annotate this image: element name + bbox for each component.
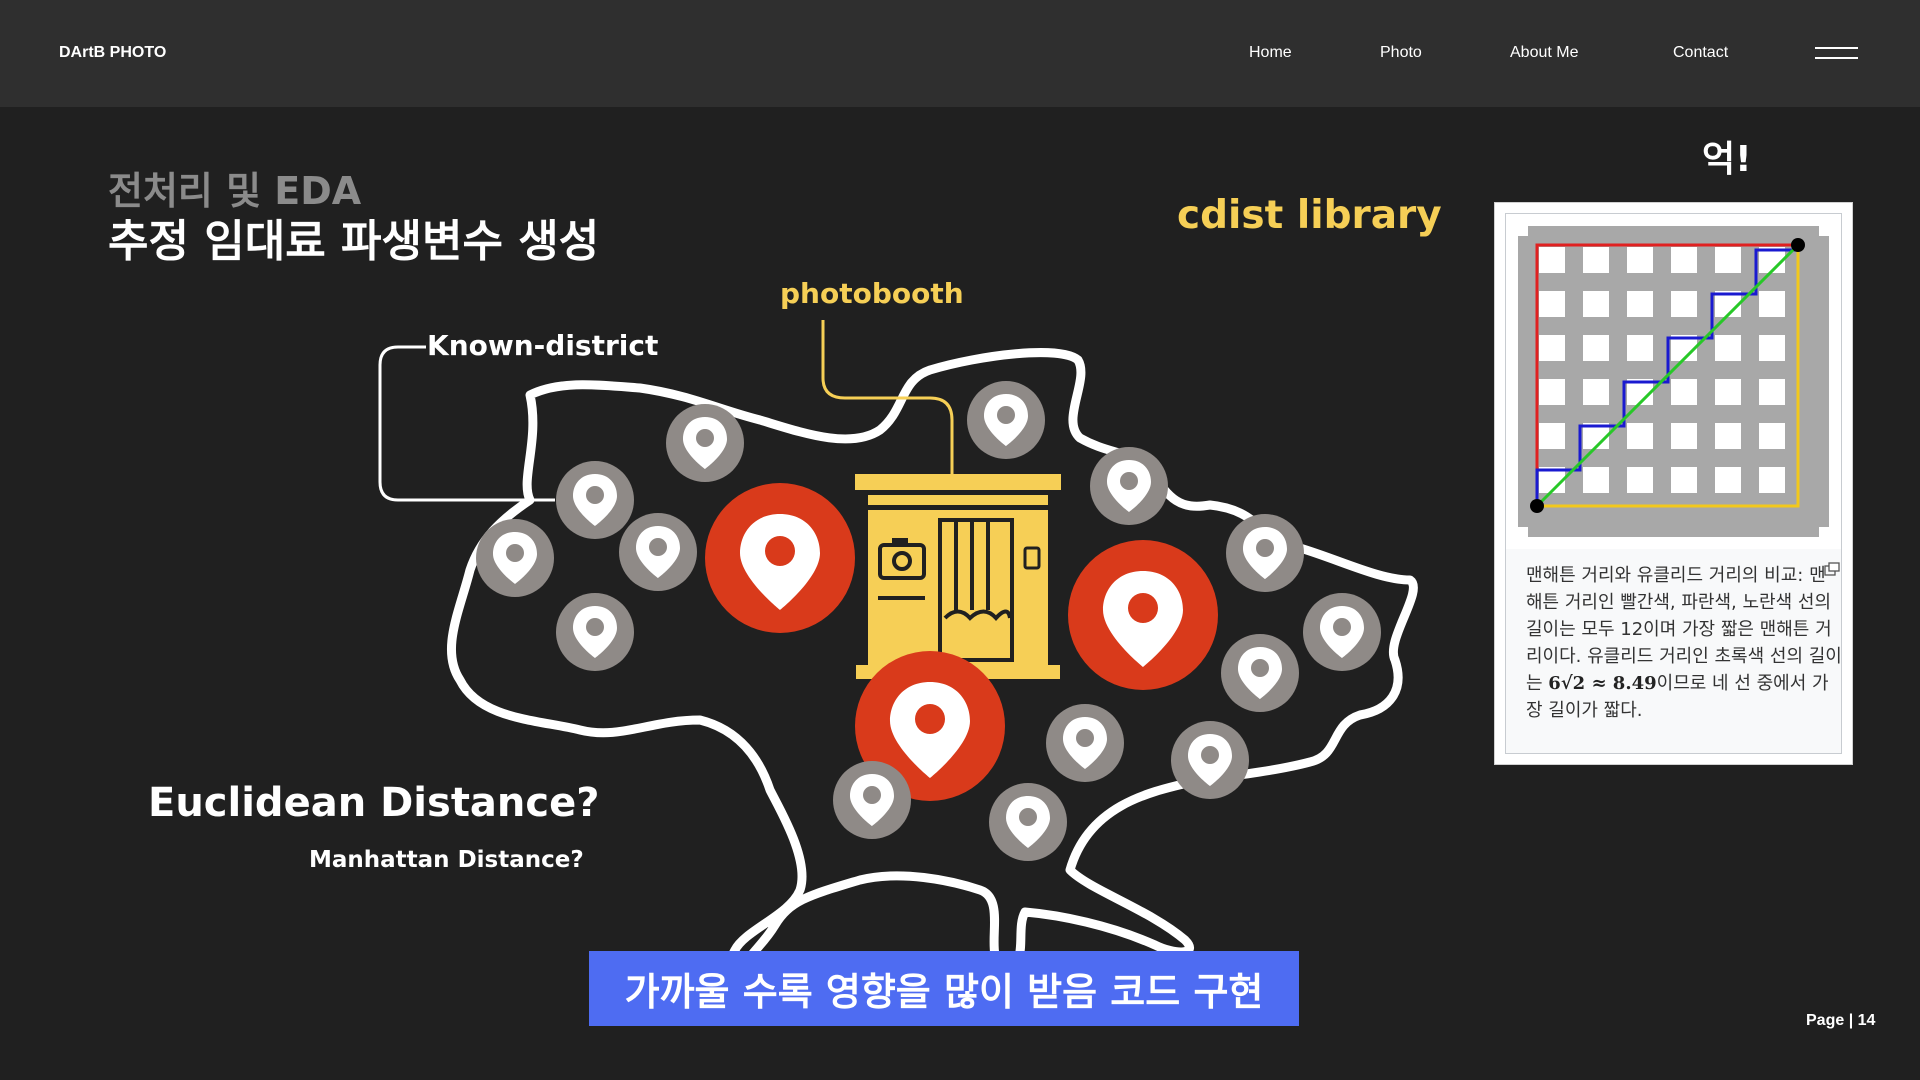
exclamation-label: 억! <box>1702 139 1752 180</box>
slide-title: 추정 임대료 파생변수 생성 <box>108 216 600 267</box>
hamburger-menu-icon[interactable] <box>1815 47 1858 61</box>
photobooth-icon <box>855 474 1061 679</box>
location-pin-icon <box>705 483 855 633</box>
yellow-path <box>1537 245 1800 508</box>
location-pin-icon <box>1226 514 1304 592</box>
enlarge-icon[interactable] <box>1824 562 1840 576</box>
caption-text: 맨해튼 거리와 유클리드 거리의 비교: 맨해튼 거리인 빨간색, 파란색, 노… <box>1526 565 1842 694</box>
distance-comparison-figure: 맨해튼 거리와 유클리드 거리의 비교: 맨해튼 거리인 빨간색, 파란색, 노… <box>1494 202 1853 765</box>
euclidean-distance-question: Euclidean Distance? <box>148 780 600 826</box>
photobooth-connector <box>821 320 954 476</box>
location-pin-icon <box>476 519 554 597</box>
location-pin-icon <box>1303 593 1381 671</box>
location-pin-icon <box>619 513 697 591</box>
location-pin-icon <box>967 381 1045 459</box>
known-district-label: Known-district <box>427 329 659 362</box>
nav-home[interactable]: Home <box>1249 44 1292 61</box>
page-number: Page | 14 <box>1806 1012 1876 1029</box>
nav-photo[interactable]: Photo <box>1380 44 1422 61</box>
slide-subtitle: 전처리 및 EDA <box>108 169 362 213</box>
known-district-connector <box>378 345 555 502</box>
location-pin-icon <box>556 461 634 539</box>
photobooth-label: photobooth <box>780 277 964 310</box>
location-pin-icon <box>989 783 1067 861</box>
location-pin-icon <box>1221 634 1299 712</box>
district-outline <box>446 348 1418 986</box>
figure-frame: 맨해튼 거리와 유클리드 거리의 비교: 맨해튼 거리인 빨간색, 파란색, 노… <box>1505 213 1842 754</box>
caption-math: 6√2 ≈ 8.49 <box>1548 673 1657 694</box>
location-pin-icon <box>556 593 634 671</box>
green-path <box>1535 243 1800 508</box>
banner-text: 가까울 수록 영향을 많이 받음 코드 구현 <box>624 970 1264 1014</box>
location-pin-icon <box>1090 447 1168 525</box>
location-pin-icon <box>833 761 911 839</box>
cdist-library-label: cdist library <box>1177 193 1442 238</box>
manhattan-distance-question: Manhattan Distance? <box>309 847 584 873</box>
red-path <box>1535 243 1798 506</box>
location-pin-icon <box>1171 721 1249 799</box>
location-pin-icon <box>1046 704 1124 782</box>
nav-contact[interactable]: Contact <box>1673 44 1729 61</box>
figure-caption: 맨해튼 거리와 유클리드 거리의 비교: 맨해튼 거리인 빨간색, 파란색, 노… <box>1526 562 1842 724</box>
brand-logo[interactable]: DArtB PHOTO <box>59 44 167 61</box>
location-pin-icon <box>855 651 1005 801</box>
camera-icon <box>878 538 926 580</box>
nav-about-me[interactable]: About Me <box>1510 44 1579 61</box>
caption-tail: 이므로 네 선 중에서 가장 길이가 짧다. <box>1526 673 1829 721</box>
taxicab-grid-image <box>1506 214 1841 549</box>
code-implementation-banner: 가까울 수록 영향을 많이 받음 코드 구현 <box>589 951 1299 1026</box>
top-navbar: DArtB PHOTO Home Photo About Me Contact <box>0 0 1920 107</box>
blue-path <box>1535 248 1798 506</box>
location-pin-icon <box>666 404 744 482</box>
location-pin-icon <box>1068 540 1218 690</box>
